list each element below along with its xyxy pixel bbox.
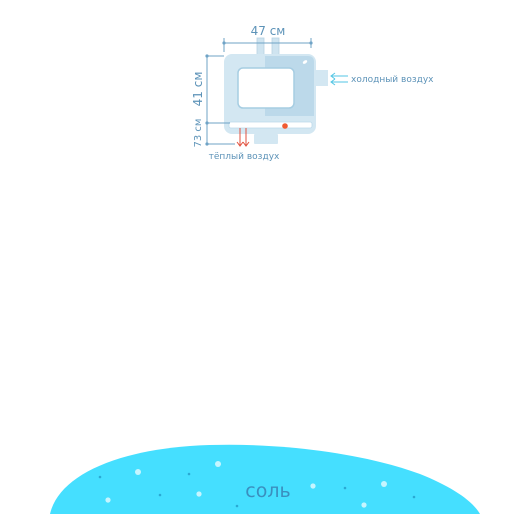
depth-label: 73 см [193,119,204,148]
height-dimension [205,54,230,125]
salt-crystals [98,461,416,508]
warm-air-label: тёплый воздух [209,152,280,162]
salt-label: соль [245,480,290,502]
heater-base [254,134,278,144]
top-connectors [256,37,280,57]
heater-window [237,67,295,109]
height-label: 41 см [191,72,205,107]
cold-air-label: холодный воздух [351,75,434,85]
width-label: 47 см [251,24,286,38]
cold-air-arrows [330,72,348,86]
depth-dimension [205,123,235,146]
warm-air-arrows [236,128,250,147]
salt-mound [50,444,480,514]
air-intake [314,70,328,86]
heater-vent [228,121,313,129]
indicator-light [282,123,288,129]
width-dimension [222,38,313,52]
heater-unit [224,54,328,144]
